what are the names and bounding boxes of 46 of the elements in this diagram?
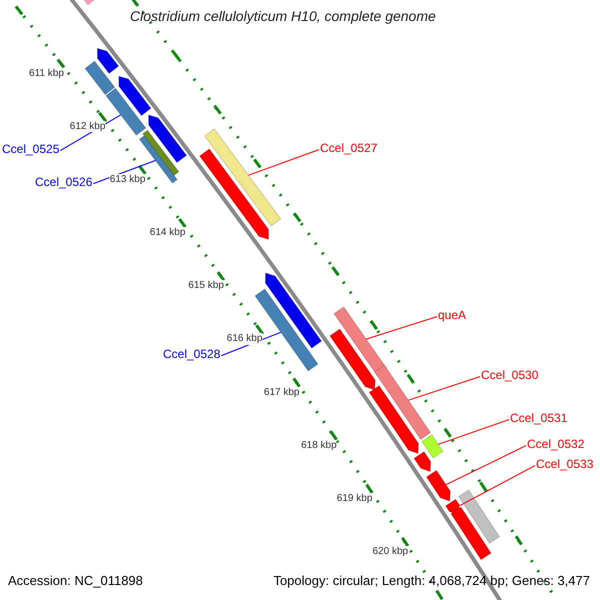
leader-line (459, 465, 536, 506)
gene-label: Ccel_0533 (536, 458, 594, 472)
genome-info-text: Topology: circular; Length: 4,068,724 bp; Genes: 3,477 (273, 574, 590, 589)
gene-bar (374, 364, 432, 440)
tick-label: 611 kbp (29, 68, 64, 79)
gene-label: Ccel_0527 (320, 142, 378, 156)
tick-label: 616 kbp (226, 333, 262, 345)
gene-feature (96, 48, 120, 74)
gene-label: Ccel_0530 (481, 369, 538, 383)
gene-label: Ccel_0526 (35, 176, 92, 190)
gene-feature (413, 450, 432, 472)
leader-line (248, 149, 320, 176)
tick-label: 617 kbp (264, 386, 300, 398)
gene-bar (142, 130, 180, 176)
leader-line (408, 376, 480, 401)
gene-bar (421, 434, 444, 459)
gene-label: Ccel_0531 (510, 412, 568, 426)
gene-feature (368, 384, 419, 454)
gene-bar (204, 128, 282, 227)
gene-feature (329, 328, 376, 391)
tick-label: 614 kbp (150, 227, 186, 238)
gene-feature (198, 148, 270, 240)
tick-label: 615 kbp (188, 280, 224, 292)
tick-label: 618 kbp (301, 440, 337, 452)
gene-bar (450, 506, 492, 560)
gene-feature (264, 272, 322, 349)
tick-label: 620 kbp (372, 546, 408, 558)
leader-line (366, 316, 438, 340)
gene-label: queA (438, 309, 466, 323)
gene-bar (84, 60, 116, 96)
tick-label: 613 kbp (110, 174, 146, 186)
gene-feature (148, 114, 188, 164)
gene-feature (83, 0, 96, 6)
gene-label: Ccel_0532 (527, 438, 584, 452)
gene-label: Ccel_0525 (2, 143, 60, 157)
gene-feature (426, 470, 451, 502)
tick-label: 619 kbp (336, 492, 372, 504)
leader-line (446, 445, 526, 486)
gene-bar (458, 489, 500, 544)
map-title: Clostridium cellulolyticum H10, complete genome (130, 8, 436, 24)
tick-label: 612 kbp (70, 120, 106, 132)
accession-text: Accession: NC_011898 (8, 574, 143, 589)
leader-line (438, 419, 510, 445)
gene-feature (118, 76, 152, 116)
gene-bar (105, 88, 147, 136)
gene-label: Ccel_0528 (163, 348, 220, 362)
